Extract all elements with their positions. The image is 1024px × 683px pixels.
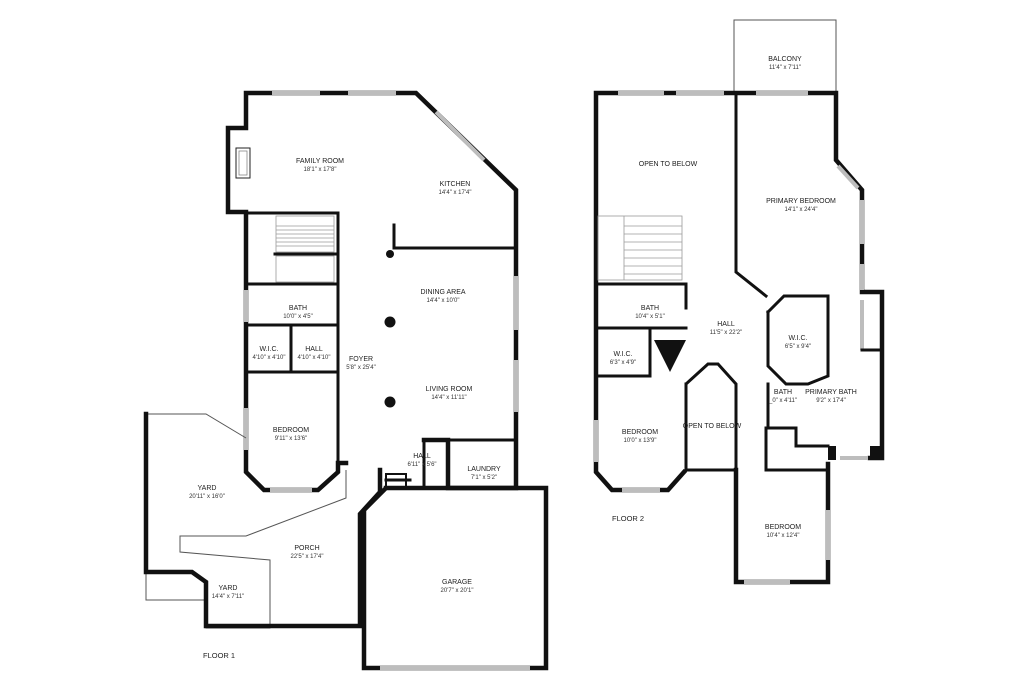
room-name: HALL (305, 346, 323, 353)
floor-2-interior-walls (594, 91, 884, 472)
room-dims: 14'4" x 10'0" (427, 298, 460, 304)
room-dims: _0" x 4'11" (768, 398, 797, 404)
room-name: PRIMARY BEDROOM (766, 198, 836, 205)
room-dims: 9'2" x 17'4" (816, 398, 846, 404)
room-name: FAMILY ROOM (296, 158, 344, 165)
room-dims: 20'7" x 20'1" (441, 588, 474, 594)
room-name: LIVING ROOM (426, 386, 473, 393)
room-dims: 14'4" x 11'11" (431, 395, 466, 401)
room-name: BATH (774, 389, 792, 396)
room-dims: 22'5" x 17'4" (291, 554, 324, 560)
room-dims: 4'10" x 4'10" (298, 355, 331, 361)
balcony-outline (733, 19, 837, 93)
room-name: W.I.C. (788, 335, 807, 342)
room-dims: 14'1" x 24'4" (785, 207, 818, 213)
room-name: DINING AREA (420, 289, 465, 296)
room-dims: 14'4" x 17'4" (439, 190, 472, 196)
room-dims: 4'10" x 4'10" (253, 355, 286, 361)
room-name: PRIMARY BATH (805, 389, 857, 396)
room-name: BEDROOM (273, 427, 309, 434)
room-name: GARAGE (442, 579, 472, 586)
room-name: BALCONY (768, 56, 802, 63)
room-name: BEDROOM (622, 429, 658, 436)
room-name: FOYER (349, 356, 373, 363)
floor-1-plan (143, 90, 549, 671)
floor-1-interior-walls (244, 211, 518, 490)
open-to-below-outline (684, 362, 738, 472)
floor-2-plan (593, 19, 885, 585)
room-dims: 5'8" x 25'4" (346, 365, 376, 371)
floor-1-exterior-wall (225, 90, 519, 493)
room-name: OPEN TO BELOW (639, 161, 698, 168)
room-name: BATH (641, 305, 659, 312)
room-name: YARD (198, 485, 217, 492)
room-dims: 6'11" x 5'6" (407, 462, 436, 468)
room-name: YARD (219, 585, 238, 592)
room-name: BEDROOM (765, 524, 801, 531)
room-name: BATH (289, 305, 307, 312)
room-name: KITCHEN (440, 181, 471, 188)
room-dims: 20'11" x 16'0" (189, 494, 225, 500)
room-name: W.I.C. (259, 346, 278, 353)
room-dims: 11'4" x 7'11" (769, 65, 801, 71)
room-dims: 10'4" x 5'1" (635, 314, 665, 320)
room-dims: 11'5" x 22'2" (710, 330, 742, 336)
floor-2-labels: BALCONY 11'4" x 7'11" OPEN TO BELOW PRIM… (610, 56, 857, 539)
floor-2-stairs (597, 215, 683, 281)
room-name: W.I.C. (613, 351, 632, 358)
porch-wall (143, 411, 383, 629)
room-dims: 18'1" x 17'8" (304, 167, 337, 173)
room-dims: 10'4" x 12'4" (767, 533, 800, 539)
floor-1-label: FLOOR 1 (203, 651, 235, 660)
room-dims: 7'1" x 5'2" (471, 475, 497, 481)
room-dims: 6'5" x 9'4" (785, 344, 811, 350)
room-name: HALL (717, 321, 735, 328)
room-dims: 10'0" x 13'9" (624, 438, 657, 444)
column-marker (386, 250, 394, 258)
room-dims: 9'11" x 13'6" (275, 436, 307, 442)
floor-1-labels: FAMILY ROOM 18'1" x 17'8" KITCHEN 14'4" … (189, 158, 501, 660)
floor-2-label: FLOOR 2 (612, 514, 644, 523)
garage-wall (361, 484, 549, 671)
room-name: PORCH (294, 545, 319, 552)
room-name: LAUNDRY (467, 466, 501, 473)
room-dims: 10'0" x 4'5" (283, 314, 313, 320)
room-dims: 6'3" x 4'9" (610, 360, 636, 366)
room-name: HALL (413, 453, 431, 460)
column-marker (384, 316, 396, 328)
room-name: OPEN TO BELOW (683, 423, 742, 430)
room-dims: 14'4" x 7'11" (212, 594, 244, 600)
floor-1-stairs (275, 215, 335, 283)
column-marker (384, 396, 396, 408)
